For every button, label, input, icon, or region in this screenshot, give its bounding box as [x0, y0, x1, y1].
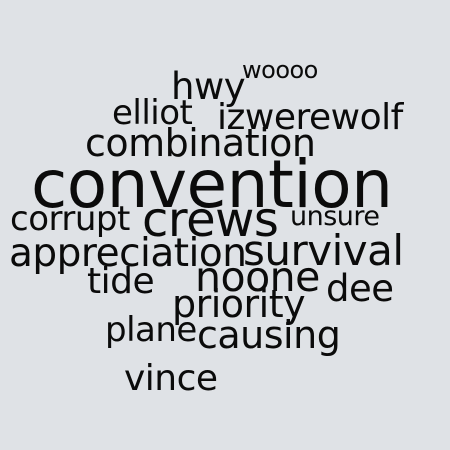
word-dee: dee	[326, 267, 394, 310]
word-vince: vince	[124, 358, 218, 399]
word-hwy: hwy	[171, 65, 246, 108]
word-convention: convention	[31, 146, 393, 223]
word-crews: crews	[142, 192, 279, 248]
word-combination: combination	[85, 121, 316, 165]
word-corrupt: corrupt	[10, 199, 130, 239]
word-izwerewolf: izwerewolf	[217, 97, 403, 138]
word-noone: noone	[195, 253, 320, 301]
word-woooo: woooo	[242, 56, 318, 84]
word-appreciation: appreciation	[9, 231, 247, 276]
word-plane: plane	[105, 310, 197, 350]
word-survival: survival	[243, 226, 404, 275]
word-unsure: unsure	[290, 201, 380, 232]
word-priority: priority	[172, 282, 306, 326]
word-elliot: elliot	[112, 93, 193, 133]
word-causing: causing	[197, 313, 341, 357]
word-tide: tide	[87, 261, 155, 302]
